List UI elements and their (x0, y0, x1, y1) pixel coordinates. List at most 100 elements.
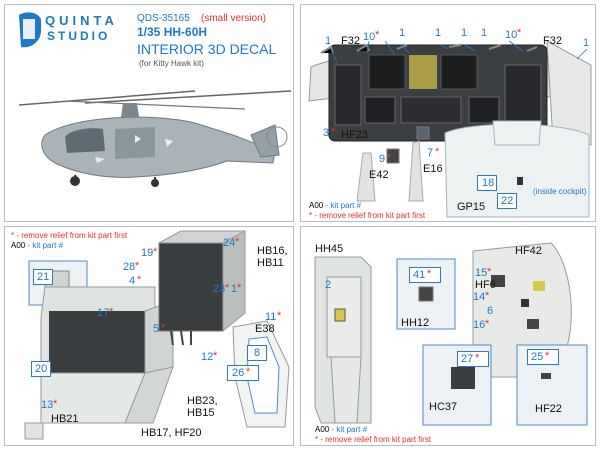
callout-box-8: 8 (247, 345, 267, 361)
callout-10-b: 10 (505, 29, 518, 41)
callout-12: 12 (201, 351, 214, 363)
legend-kit-code-tr: A00 (309, 201, 324, 210)
callout-28: 28 (123, 261, 136, 273)
legend-kit-tr: A00 - kit part # (309, 201, 361, 210)
legend-relief-text-bl: - remove relief from kit part first (16, 231, 128, 240)
star-1: * (237, 282, 242, 294)
label-f32-right: F32 (543, 35, 562, 47)
star-14: * (485, 290, 490, 302)
product-title: INTERIOR 3D DECAL (137, 41, 277, 57)
callout-24: 24 (223, 237, 236, 249)
star-16: * (485, 318, 490, 330)
callout-1-f: 1 (583, 37, 590, 49)
legend-kit-code-bl: A00 (11, 241, 26, 250)
label-hf23: HF23 (341, 129, 368, 141)
callout-6: 6 (487, 305, 494, 317)
star-7: * (435, 146, 440, 158)
star-11: * (277, 310, 282, 322)
star-17: * (109, 306, 114, 318)
legend-kit-text-bl: - kit part # (27, 241, 64, 250)
legend-star-bl: * (11, 231, 15, 240)
label-hb11: HB11 (257, 257, 284, 269)
kit-note: (for Kitty Hawk kit) (139, 59, 204, 68)
callout-box-18: 18 (477, 175, 497, 191)
callout-4: 4 (129, 275, 136, 287)
star-5: * (161, 322, 166, 334)
callout-1-b: 1 (399, 27, 406, 39)
callout-23: 23 (213, 283, 226, 295)
label-hb16: HB16, (257, 245, 288, 257)
label-hh45: HH45 (315, 243, 344, 255)
callout-17: 17 (97, 307, 110, 319)
callout-5: 5 (153, 323, 160, 335)
callout-10-a: 10 (363, 31, 376, 43)
product-code-number: -35165 (158, 13, 190, 24)
label-hb23: HB23, (187, 395, 218, 407)
label-hh12: HH12 (401, 317, 430, 329)
callout-box-26: 26* (227, 365, 259, 381)
callout-box-22: 22 (497, 193, 517, 209)
legend-relief-br: * - remove relief from kit part first (315, 435, 431, 444)
callout-15: 15 (475, 267, 488, 279)
legend-relief-bl: * - remove relief from kit part first (11, 231, 127, 240)
star-10-a: * (375, 29, 380, 41)
callout-7: 7 (427, 147, 434, 159)
legend-star-br: * (315, 435, 319, 444)
inside-cockpit-note: (inside cockpit) (533, 187, 587, 196)
callout-13: 13 (41, 399, 54, 411)
label-hb15: HB15 (187, 407, 215, 419)
star-10-b: * (517, 27, 522, 39)
label-f32-left: F32 (341, 35, 360, 47)
dashboard-illustration (308, 40, 592, 218)
star-12: * (213, 350, 218, 362)
star-24: * (235, 236, 240, 248)
legend-kit-br: A00 - kit part # (315, 425, 367, 434)
label-e38: E38 (255, 323, 275, 335)
callout-3: 3 (323, 127, 330, 139)
label-gp15: GP15 (457, 201, 486, 213)
legend-kit-bl: A00 - kit part # (11, 241, 63, 250)
label-hb21: HB21 (51, 413, 79, 425)
star-4: * (137, 274, 142, 286)
quinta-logo-icon (19, 12, 41, 48)
legend-kit-code-br: A00 (315, 425, 330, 434)
legend-kit-text-br: - kit part # (331, 425, 368, 434)
legend-kit-text-tr: - kit part # (325, 201, 362, 210)
label-hf42: HF42 (515, 245, 542, 257)
callout-9: 9 (379, 153, 386, 165)
star-3: * (331, 126, 336, 138)
legend-relief-text-tr: - remove relief from kit part first (314, 211, 426, 220)
variant-note: (small version) (201, 13, 267, 24)
product-code: QDS-35165 (137, 13, 190, 24)
callout-11: 11 (265, 311, 277, 323)
cockpit-panel: 1 10 * 1 1 1 1 10 * 1 F32 F32 3 * HF23 9… (300, 4, 596, 222)
label-e42: E42 (369, 169, 389, 181)
star-9: * (387, 152, 392, 164)
callout-2: 2 (325, 279, 332, 291)
callout-1-c: 1 (435, 27, 442, 39)
legend-star-tr: * (309, 211, 313, 220)
callout-box-25: 25* (527, 349, 559, 365)
callout-1-d: 1 (461, 27, 468, 39)
callout-16: 16 (473, 319, 486, 331)
label-hb17-hf20: HB17, HF20 (141, 427, 202, 439)
label-hf22: HF22 (535, 403, 562, 415)
star-13: * (53, 398, 58, 410)
helicopter-illustration (18, 90, 292, 187)
scale-model: 1/35 HH-60H (137, 25, 208, 39)
cabin-panel: HH45 2 41* HH12 HF42 15 * HF6 14 * 6 16 … (300, 226, 596, 446)
callout-box-27: 27* (457, 351, 489, 367)
callout-1-e: 1 (481, 27, 488, 39)
callout-19: 19 (141, 247, 154, 259)
star-23: * (225, 282, 230, 294)
callout-1: 1 (231, 283, 238, 295)
callout-1-a: 1 (325, 35, 332, 47)
header-panel: QUINTA STUDIO QDS-35165 (small version) … (4, 4, 294, 222)
label-e16: E16 (423, 163, 443, 175)
star-15: * (487, 266, 492, 278)
star-28: * (135, 260, 140, 272)
legend-relief-tr: * - remove relief from kit part first (309, 211, 425, 220)
brand-top: QUINTA (45, 13, 118, 28)
product-code-prefix: QDS (137, 13, 159, 24)
legend-relief-text-br: - remove relief from kit part first (320, 435, 432, 444)
